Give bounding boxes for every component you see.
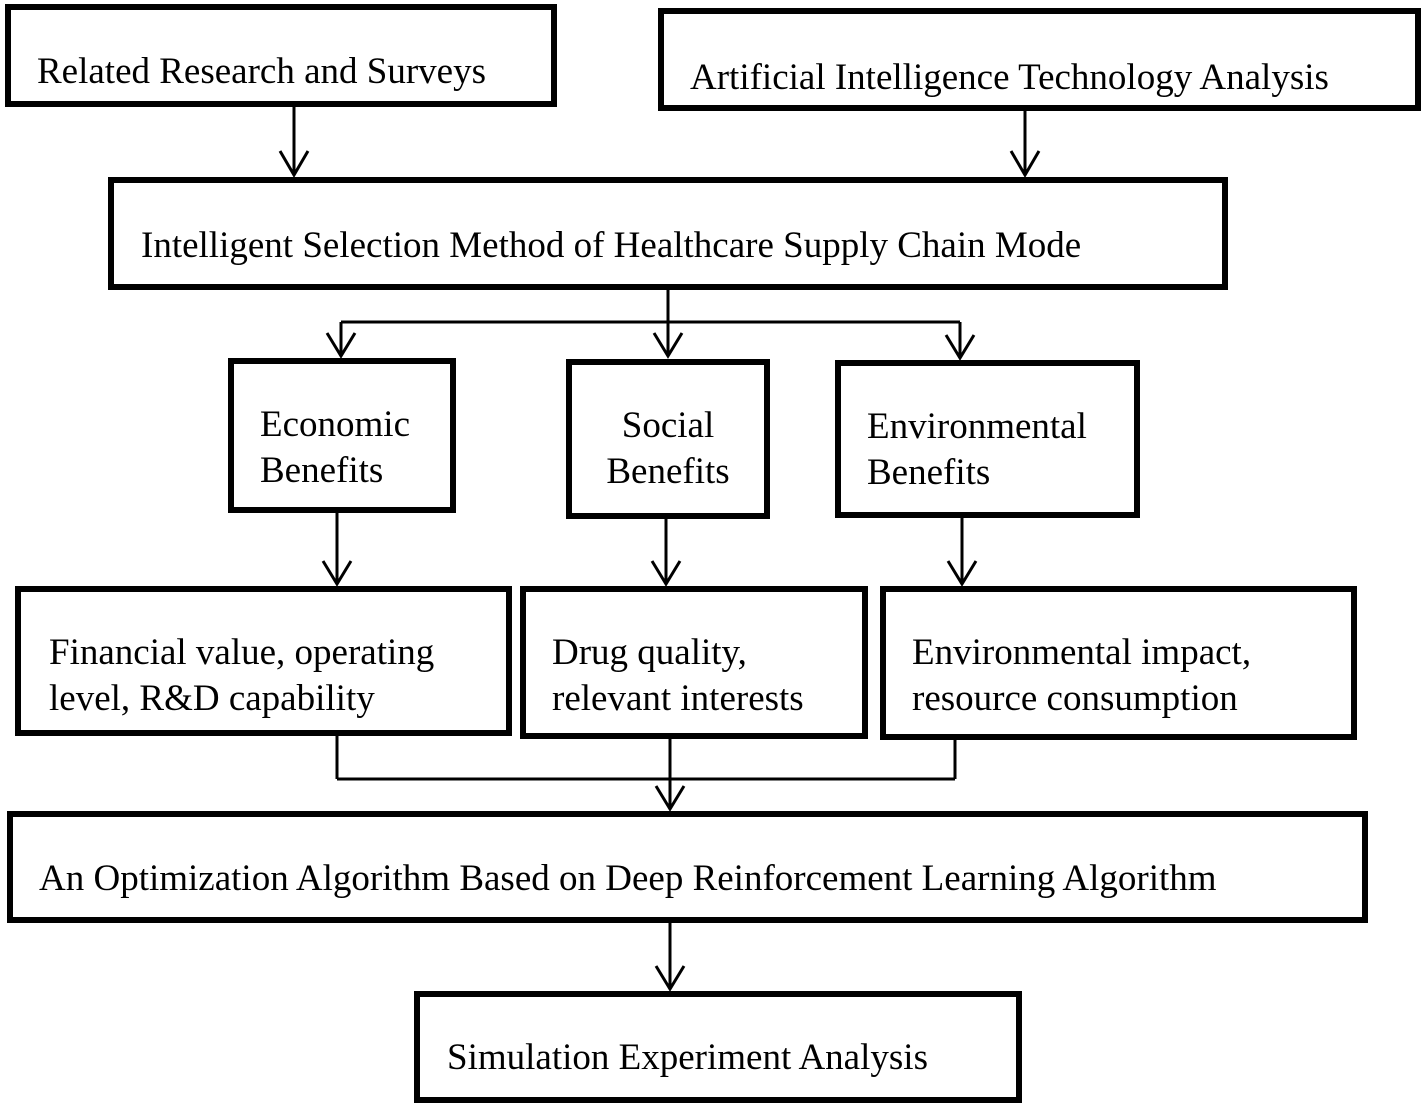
arrowhead-to-social bbox=[652, 332, 684, 359]
node-optimization-algorithm-label: An Optimization Algorithm Based on Deep … bbox=[39, 858, 1217, 899]
node-financial-value-label: Financial value, operating level, R&D ca… bbox=[49, 632, 435, 719]
node-environmental-impact-label: Environmental impact, resource consumpti… bbox=[912, 632, 1252, 719]
arrowhead-economic-to-financial bbox=[321, 560, 353, 587]
node-social-benefits: Social Benefits bbox=[566, 359, 770, 519]
arrowhead-related-to-intelligent bbox=[278, 150, 310, 178]
node-related-research-label: Related Research and Surveys bbox=[37, 51, 486, 92]
node-optimization-algorithm: An Optimization Algorithm Based on Deep … bbox=[7, 811, 1368, 923]
node-environmental-impact: Environmental impact, resource consumpti… bbox=[880, 586, 1357, 740]
arrowhead-to-economic bbox=[325, 332, 357, 359]
arrowhead-optimization-to-simulation bbox=[654, 965, 686, 992]
node-ai-technology-analysis-label: Artificial Intelligence Technology Analy… bbox=[690, 57, 1329, 98]
node-drug-quality-label: Drug quality, relevant interests bbox=[552, 632, 804, 719]
node-simulation-experiment-analysis: Simulation Experiment Analysis bbox=[414, 991, 1022, 1103]
node-financial-value: Financial value, operating level, R&D ca… bbox=[15, 586, 512, 736]
arrowhead-social-to-drug bbox=[650, 560, 682, 587]
node-economic-benefits: Economic Benefits bbox=[228, 358, 456, 513]
arrowhead-to-environmental bbox=[944, 334, 976, 361]
node-environmental-benefits-label: Environmental Benefits bbox=[867, 406, 1087, 493]
node-intelligent-selection-method: Intelligent Selection Method of Healthca… bbox=[108, 177, 1228, 290]
node-ai-technology-analysis: Artificial Intelligence Technology Analy… bbox=[658, 8, 1421, 111]
node-economic-benefits-label: Economic Benefits bbox=[260, 404, 411, 491]
node-intelligent-selection-method-label: Intelligent Selection Method of Healthca… bbox=[141, 225, 1082, 266]
arrowhead-ai-to-intelligent bbox=[1009, 150, 1041, 178]
node-environmental-benefits: Environmental Benefits bbox=[835, 360, 1140, 518]
arrowhead-environmental-to-impact bbox=[946, 560, 978, 587]
node-drug-quality: Drug quality, relevant interests bbox=[520, 586, 868, 739]
node-related-research: Related Research and Surveys bbox=[5, 4, 557, 107]
node-simulation-experiment-analysis-label: Simulation Experiment Analysis bbox=[447, 1037, 928, 1078]
arrowhead-to-optimization bbox=[654, 785, 686, 812]
node-social-benefits-label: Social Benefits bbox=[606, 405, 730, 492]
